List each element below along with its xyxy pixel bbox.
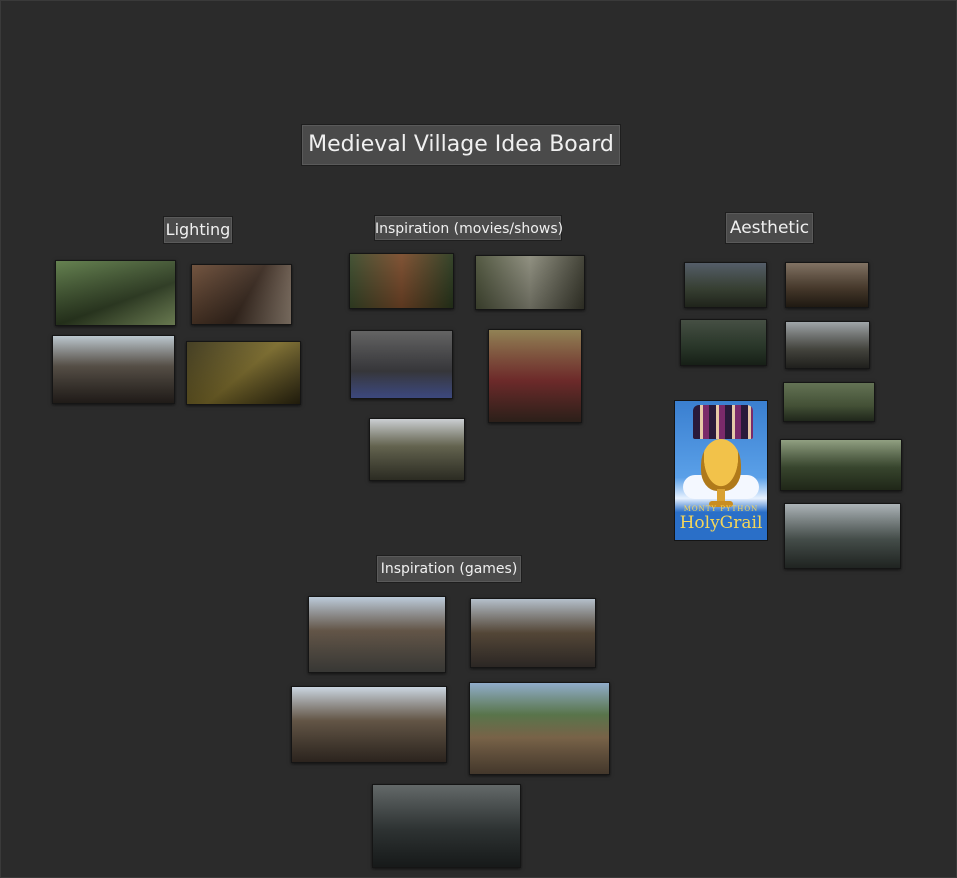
board-title[interactable]: Medieval Village Idea Board (301, 124, 621, 166)
lighting-image-4[interactable] (186, 341, 301, 405)
grail-base (709, 501, 733, 507)
aesthetic-image-6[interactable] (780, 439, 902, 491)
section-label-games[interactable]: Inspiration (games) (376, 555, 522, 583)
movie-image-4[interactable] (488, 329, 582, 423)
game-image-5[interactable] (372, 784, 521, 868)
aesthetic-image-5[interactable] (783, 382, 875, 422)
movie-image-5[interactable] (369, 418, 465, 481)
grail-stem (717, 489, 725, 503)
section-label-movies[interactable]: Inspiration (movies/shows) (374, 215, 563, 241)
lighting-image-1[interactable] (55, 260, 176, 326)
holy-grail-poster[interactable]: MONTY PYTHON HolyGrail (674, 400, 768, 541)
aesthetic-image-1[interactable] (684, 262, 767, 308)
poster-title: HolyGrail (679, 513, 763, 533)
grail-icon (701, 439, 741, 491)
lighting-image-3[interactable] (52, 335, 175, 404)
game-image-1[interactable] (308, 596, 446, 673)
movie-image-2[interactable] (475, 255, 585, 310)
section-label-aesthetic[interactable]: Aesthetic (725, 212, 814, 244)
aesthetic-image-3[interactable] (680, 319, 767, 366)
aesthetic-image-4[interactable] (785, 321, 870, 369)
movie-image-1[interactable] (349, 253, 454, 309)
game-image-3[interactable] (291, 686, 447, 763)
poster-subtitle: MONTY PYTHON (683, 505, 759, 513)
movie-image-3[interactable] (350, 330, 453, 399)
game-image-2[interactable] (470, 598, 596, 668)
aesthetic-image-2[interactable] (785, 262, 869, 308)
section-label-lighting[interactable]: Lighting (163, 216, 233, 244)
game-image-4[interactable] (469, 682, 610, 775)
lighting-image-2[interactable] (191, 264, 292, 325)
aesthetic-image-7[interactable] (784, 503, 901, 569)
poster-figures (693, 405, 753, 439)
